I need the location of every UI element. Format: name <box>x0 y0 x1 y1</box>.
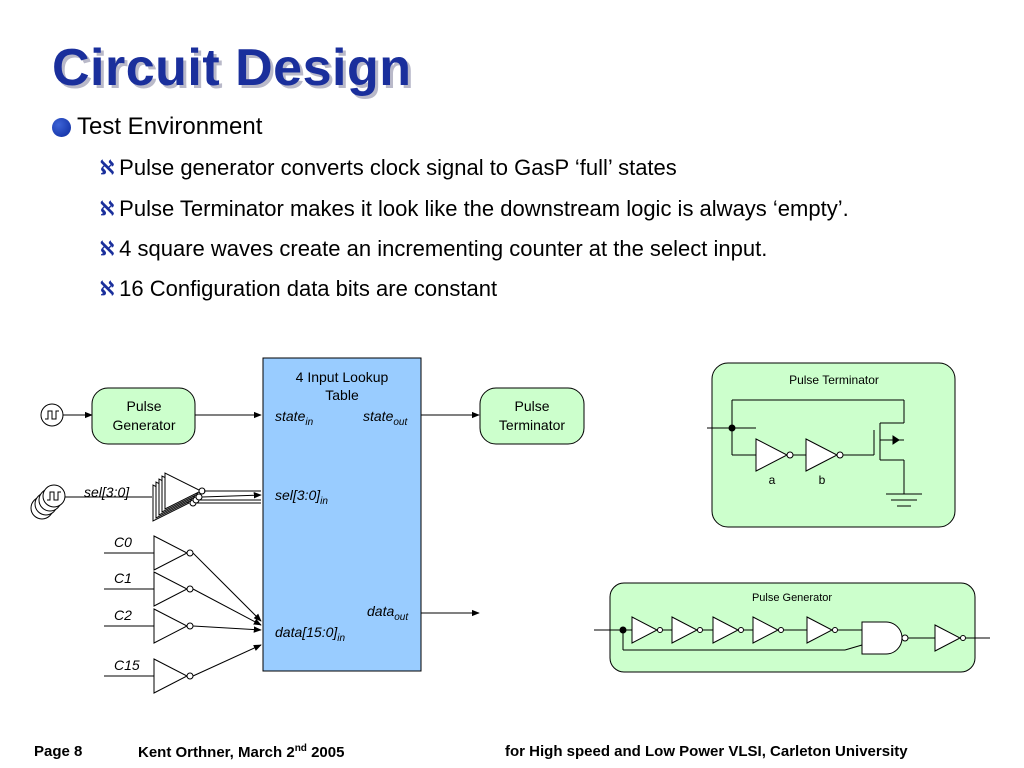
pulse-terminator-panel-title: Pulse Terminator <box>789 373 879 387</box>
subbullet-icon: ℵ <box>100 278 115 300</box>
select-clock-sources-icon <box>30 484 66 520</box>
pulse-terminator-label-2: Terminator <box>499 417 565 433</box>
node-a-label: a <box>769 473 776 487</box>
node-b-label: b <box>819 473 826 487</box>
svg-text:C15: C15 <box>114 657 140 673</box>
subbullet-item: ℵ Pulse Terminator makes it look like th… <box>100 196 849 222</box>
sel-label: sel[3:0] <box>84 484 130 500</box>
port-data-in: data[15:0]in <box>275 624 346 644</box>
subbullet-text: Pulse Terminator makes it look like the … <box>119 196 849 221</box>
subbullet-icon: ℵ <box>100 198 115 220</box>
subbullet-icon: ℵ <box>100 238 115 260</box>
lookup-table-block <box>262 357 422 672</box>
pulse-generator-panel-title: Pulse Generator <box>752 592 832 604</box>
pulse-generator-schematic <box>594 616 990 655</box>
svg-text:C0: C0 <box>114 534 132 550</box>
subbullet-text: 16 Configuration data bits are constant <box>119 276 498 301</box>
select-buffer-stack <box>152 472 206 522</box>
subbullet-icon: ℵ <box>100 157 115 179</box>
pulse-terminator-panel <box>711 362 956 528</box>
port-state-out: stateout <box>363 408 408 428</box>
config-data-wires <box>192 552 262 677</box>
svg-text:C1: C1 <box>114 570 132 586</box>
pulse-generator-label-1: Pulse <box>126 398 161 414</box>
config-inverter-c15: C15 <box>104 657 194 694</box>
clock-source-icon <box>40 403 64 427</box>
port-data-out: dataout <box>367 603 409 623</box>
pulse-generator-label-2: Generator <box>112 417 175 433</box>
subbullet-item: ℵ 4 square waves create an incrementing … <box>100 236 767 262</box>
svg-text:C2: C2 <box>114 607 132 623</box>
subbullet-item: ℵ Pulse generator converts clock signal … <box>100 155 677 181</box>
port-sel-in: sel[3:0]in <box>275 487 328 507</box>
page-title: Circuit Design <box>52 39 412 97</box>
subbullet-text: Pulse generator converts clock signal to… <box>119 155 677 180</box>
pulse-terminator-schematic <box>707 399 922 507</box>
subbullet-item: ℵ 16 Configuration data bits are constan… <box>100 276 497 302</box>
lut-title-line1: 4 Input Lookup <box>296 369 389 385</box>
config-inverter-c0: C0 <box>104 534 194 571</box>
bullet-item: Test Environment <box>52 113 262 141</box>
select-bus-wires <box>196 490 262 504</box>
config-inverter-c2: C2 <box>104 607 194 644</box>
footer-page-number: Page 8 <box>34 743 83 760</box>
footer-venue: for High speed and Low Power VLSI, Carle… <box>505 743 908 760</box>
config-inverter-c1: C1 <box>104 570 194 607</box>
bullet-dot-icon <box>52 117 71 137</box>
footer-author: Kent Orthner, March 2nd 2005 <box>138 743 345 761</box>
pulse-generator-box <box>91 387 196 445</box>
pulse-terminator-box <box>479 387 585 445</box>
bullet-text: Test Environment <box>77 113 263 140</box>
pulse-terminator-label-1: Pulse <box>514 398 549 414</box>
lut-title-line2: Table <box>325 387 359 403</box>
subbullet-text: 4 square waves create an incrementing co… <box>119 236 768 261</box>
port-state-in: statein <box>275 408 314 428</box>
